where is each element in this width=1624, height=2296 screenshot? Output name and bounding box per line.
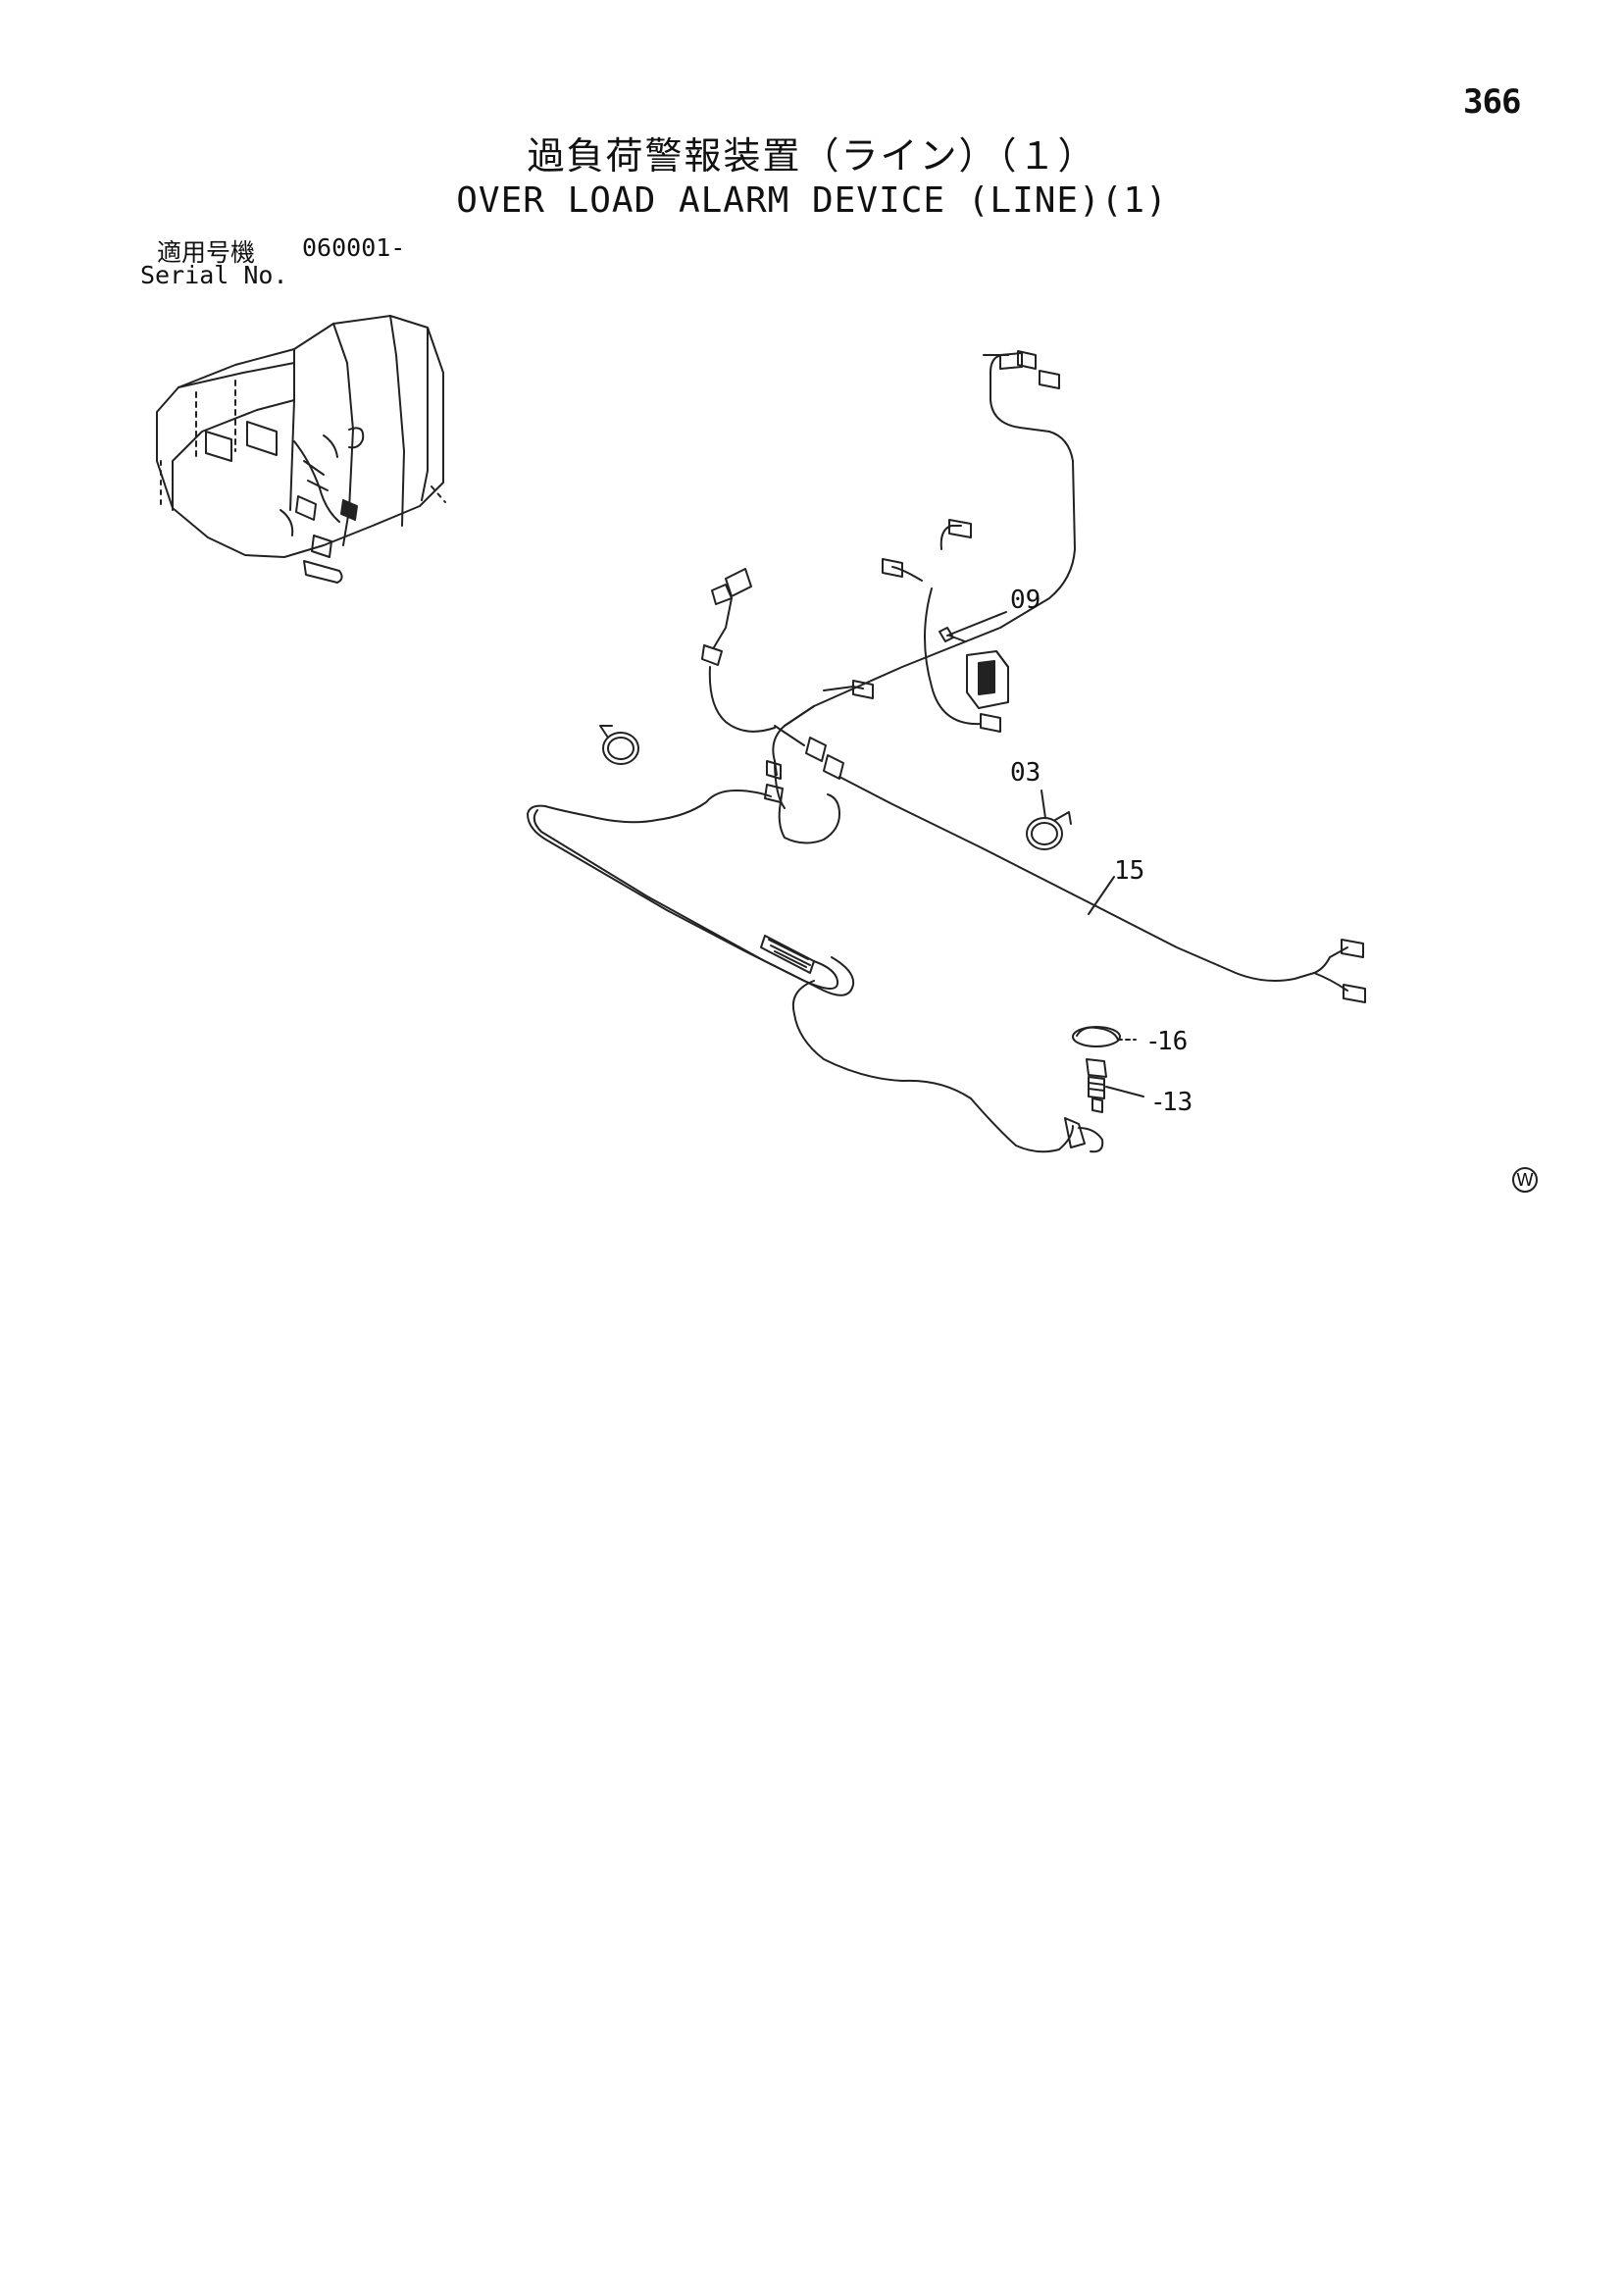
callout-16-dash: - <box>1145 1027 1161 1056</box>
alarm-unit-09 <box>939 627 1009 709</box>
page-title-english: OVER LOAD ALARM DEVICE (LINE)(1) <box>456 180 1168 221</box>
watermark-letter: W <box>1516 1170 1534 1191</box>
clamp-03 <box>1026 811 1072 850</box>
callout-13: 13 <box>1162 1088 1193 1117</box>
callout-16: 16 <box>1157 1027 1188 1056</box>
serial-number-value: 060001- <box>302 233 406 262</box>
watermark-circle: W <box>1512 1167 1538 1193</box>
harness-sensor-lead <box>701 568 776 733</box>
callout-03: 03 <box>1010 758 1040 788</box>
serial-label-japanese: 適用号機 <box>157 238 256 267</box>
machine-locator-thumbnail <box>156 315 446 584</box>
callout-13-dash: - <box>1150 1088 1166 1117</box>
harness-upper <box>772 350 1076 809</box>
harness-main-15 <box>764 725 1366 1003</box>
pressure-switch-13 <box>1086 1058 1107 1113</box>
page-title-japanese: 過負荷警報装置（ライン）（１） <box>527 134 1097 178</box>
serial-label-english: Serial No. <box>140 261 288 289</box>
leader-lines <box>946 611 1144 1097</box>
clip-16 <box>1072 1026 1121 1047</box>
clamp-left <box>599 725 639 765</box>
page-number: 366 <box>1463 82 1521 122</box>
harness-lower-loop <box>527 790 1104 1153</box>
callout-15: 15 <box>1114 856 1144 886</box>
callout-09: 09 <box>1010 586 1040 615</box>
